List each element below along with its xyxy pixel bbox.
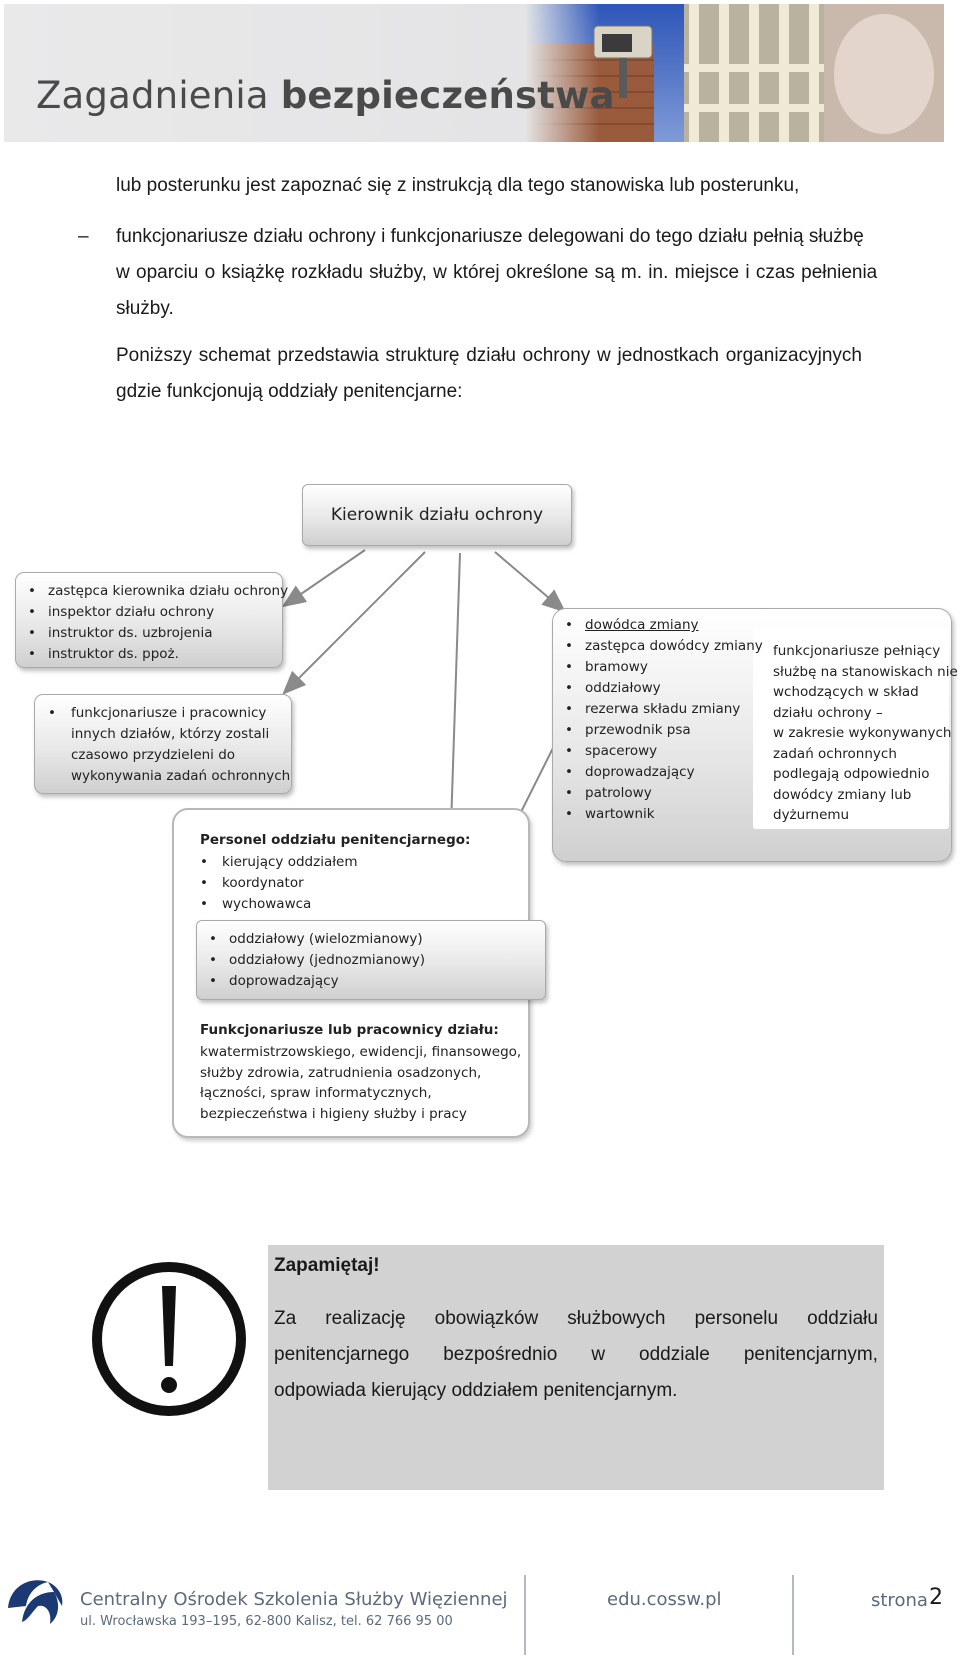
header-banner: Zagadnienia bezpieczeństwa xyxy=(4,4,944,142)
shift-note-line: działu ochrony – xyxy=(773,704,883,721)
shift-item: doprowadzający xyxy=(553,762,951,783)
ward-guard-item: oddziałowy (wielozmianowy) xyxy=(197,929,545,950)
shift-item: przewodnik psa xyxy=(553,720,951,741)
management-box: zastępca kierownika działu ochrony inspe… xyxy=(15,572,288,668)
shift-item: oddziałowy xyxy=(553,678,951,699)
dept-staff-line: służby zdrowia, zatrudnienia osadzonych, xyxy=(200,1064,482,1081)
text-line-1: lub posterunku jest zapoznać się z instr… xyxy=(116,175,800,196)
exclamation-circle-icon xyxy=(92,1262,246,1416)
list-item-line-1: funkcjonariusze działu ochrony i funkcjo… xyxy=(116,226,864,247)
dept-staff-line: bezpieczeństwa i higieny służby i pracy xyxy=(200,1105,467,1122)
notice-heading: Zapamiętaj! xyxy=(274,1255,380,1276)
header-photo xyxy=(524,4,944,142)
dept-staff-line: łączności, spraw informatycznych, xyxy=(200,1085,432,1101)
footer-address: ul. Wrocławska 193–195, 62-800 Kalisz, t… xyxy=(80,1614,453,1629)
arrow-to-other-depts xyxy=(282,551,426,695)
footer-website-link[interactable]: edu.cossw.pl xyxy=(607,1589,722,1610)
shift-note-line: służbę na stanowiskach nie xyxy=(773,663,958,680)
list-item-line-2: w oparciu o książkę rozkładu służby, w k… xyxy=(116,262,878,283)
header-title-bold: bezpieczeństwa xyxy=(280,74,615,117)
shift-note: funkcjonariusze pełniący służbę na stano… xyxy=(773,641,958,826)
head-box: Kierownik działu ochrony xyxy=(302,484,572,546)
other-depts-line: wykonywania zadań ochronnych xyxy=(71,768,291,784)
ward-staff-item: •koordynator xyxy=(200,875,304,891)
org-diagram: Kierownik działu ochrony zastępca kierow… xyxy=(0,470,960,1150)
other-depts-line: innych działów, którzy zostali xyxy=(71,726,270,742)
shift-item: bramowy xyxy=(553,657,951,678)
footer-page-number: 2 xyxy=(929,1585,943,1610)
management-item: inspektor działu ochrony xyxy=(16,602,282,623)
other-depts-box: • funkcjonariusze i pracownicy innych dz… xyxy=(34,694,292,794)
footer-page-label: strona xyxy=(871,1590,928,1611)
shift-item: patrolowy xyxy=(553,783,951,804)
list-item-line-3: służby. xyxy=(116,298,174,319)
list-dash: – xyxy=(78,226,89,247)
arrow-to-management xyxy=(281,549,366,608)
head-box-label: Kierownik działu ochrony xyxy=(330,505,544,525)
notice-line-3: odpowiada kierujący oddziałem penitencja… xyxy=(274,1380,678,1401)
shift-note-line: zadań ochronnych xyxy=(773,745,897,762)
intro-line-2: gdzie funkcjonują oddziały penitencjarne… xyxy=(116,381,463,402)
shift-item: spacerowy xyxy=(553,741,951,762)
shift-note-line: funkcjonariusze pełniący xyxy=(773,643,941,659)
footer-divider xyxy=(524,1575,526,1655)
other-depts-line: czasowo przydzieleni do xyxy=(71,747,236,763)
shift-note-line: dyżurnemu xyxy=(773,807,850,823)
header-title-regular: Zagadnienia xyxy=(36,74,281,117)
dept-staff-line: kwatermistrzowskiego, ewidencji, finanso… xyxy=(200,1044,522,1060)
ward-guard-item: doprowadzający xyxy=(197,971,545,992)
shift-note-line: w zakresie wykonywanych xyxy=(773,725,952,741)
intro-paragraph: Poniższy schemat przedstawia strukturę d… xyxy=(116,338,946,410)
shift-item: zastępca dowódcy zmiany xyxy=(553,636,951,657)
shift-note-line: dowódcy zmiany lub xyxy=(773,786,912,803)
intro-line-1: Poniższy schemat przedstawia strukturę d… xyxy=(116,345,862,366)
ward-staff-title: Personel oddziału penitencjarnego: xyxy=(200,832,471,848)
shift-item: rezerwa składu zmiany xyxy=(553,699,951,720)
cossw-logo-icon xyxy=(8,1580,63,1624)
shift-item: dowódca zmiany xyxy=(553,615,951,636)
dept-staff-title: Funkcjonariusze lub pracownicy działu: xyxy=(200,1022,499,1038)
shift-note-line: wchodzących w skład xyxy=(773,684,919,700)
management-item: instruktor ds. ppoż. xyxy=(16,644,282,665)
shift-box: dowódca zmiany zastępca dowódcy zmiany b… xyxy=(552,608,958,862)
shift-item: wartownik xyxy=(553,804,951,825)
shift-note-line: podlegają odpowiednio xyxy=(773,766,930,782)
management-item: zastępca kierownika działu ochrony xyxy=(16,581,288,602)
ward-staff-item: •wychowawca xyxy=(200,896,312,912)
dept-staff-text: kwatermistrzowskiego, ewidencji, finanso… xyxy=(200,1042,521,1124)
footer-org-name: Centralny Ośrodek Szkolenia Służby Więzi… xyxy=(80,1589,508,1610)
ward-staff-item: •kierujący oddziałem xyxy=(200,854,358,870)
ward-guard-item: oddziałowy (jednozmianowy) xyxy=(197,950,545,971)
other-depts-line: funkcjonariusze i pracownicy xyxy=(71,705,267,721)
header-title: Zagadnienia bezpieczeństwa xyxy=(36,74,615,117)
list-item: funkcjonariusze działu ochrony i funkcjo… xyxy=(116,219,942,327)
footer-divider xyxy=(792,1575,794,1655)
arrow-to-shift xyxy=(494,551,567,613)
ward-guards-box: oddziałowy (wielozmianowy) oddziałowy (j… xyxy=(196,920,546,1000)
management-item: instruktor ds. uzbrojenia xyxy=(16,623,282,644)
